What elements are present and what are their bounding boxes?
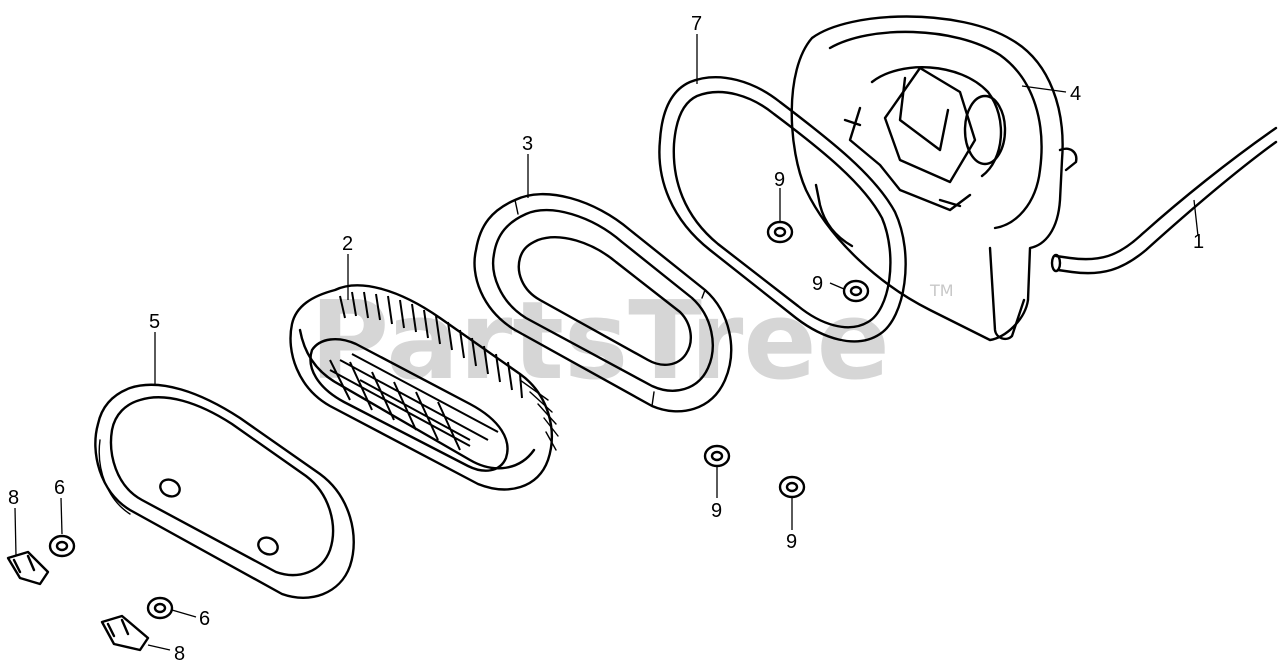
callout-4: 4	[1070, 83, 1081, 105]
callout-5: 5	[149, 311, 160, 333]
pre-cleaner	[473, 192, 733, 413]
loose-nut-a	[703, 444, 731, 468]
nut-on-gasket-lower	[842, 279, 870, 303]
clip-b	[100, 614, 150, 652]
callout-8b: 8	[174, 643, 185, 665]
cover-nut-b	[146, 596, 174, 620]
callout-6a: 6	[54, 477, 65, 499]
watermark-trademark: TM	[929, 281, 954, 300]
callout-8a: 8	[8, 487, 19, 509]
loose-nut-b	[778, 475, 806, 499]
breather-tube	[1050, 126, 1278, 275]
callout-7: 7	[691, 13, 702, 35]
callout-labels: 1 2 3 4 5 6 6 7 8 8 9 9 9 9	[8, 13, 1204, 665]
paper-element	[289, 284, 559, 491]
nut-on-gasket-upper	[766, 220, 794, 244]
gasket	[658, 76, 907, 343]
callout-9b: 9	[812, 273, 823, 295]
callout-1: 1	[1193, 231, 1204, 253]
air-cleaner-base	[790, 15, 1078, 342]
callout-6b: 6	[199, 608, 210, 630]
watermark-text: PartsTree	[310, 279, 890, 404]
clip-a	[6, 550, 50, 586]
leader-lines	[14, 34, 1199, 651]
air-cleaner-cover	[94, 383, 355, 599]
callout-9a: 9	[774, 169, 785, 191]
callout-3: 3	[522, 133, 533, 155]
callout-9c: 9	[711, 500, 722, 522]
cover-nut-a	[48, 534, 76, 558]
callout-9d: 9	[786, 531, 797, 553]
callout-2: 2	[342, 233, 353, 255]
